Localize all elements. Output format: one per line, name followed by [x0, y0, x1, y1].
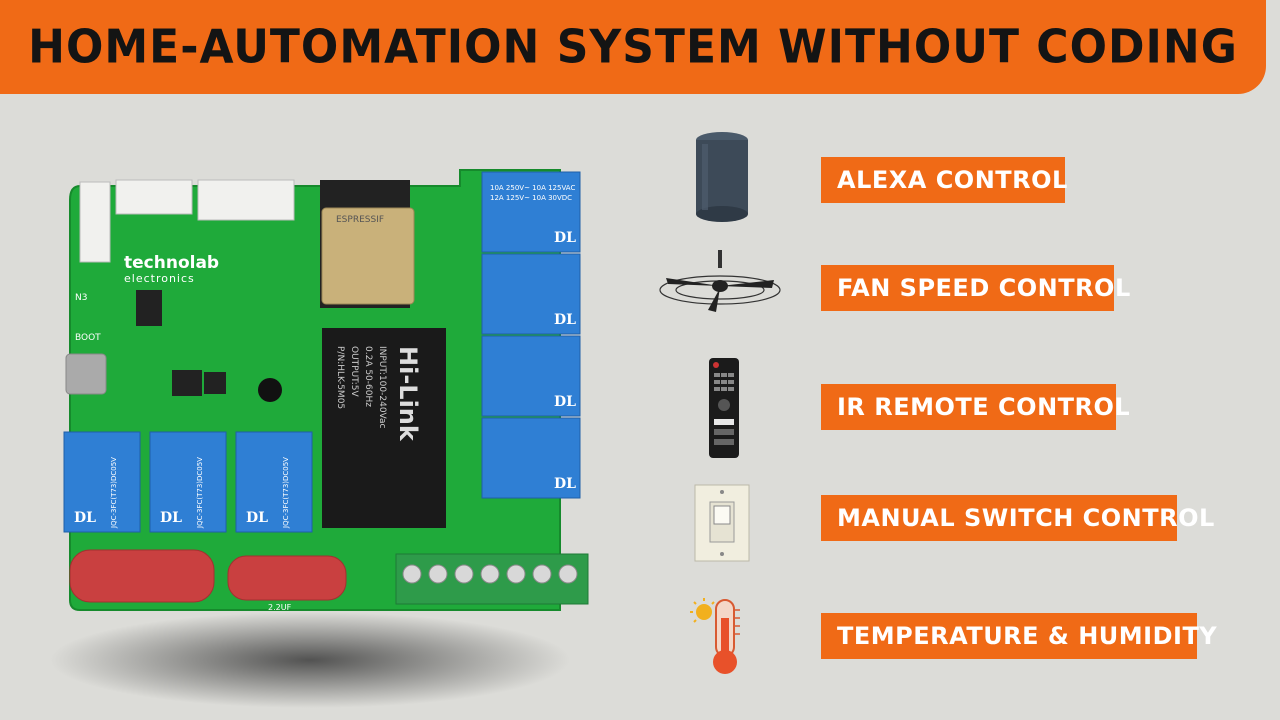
feature-label-fan: FAN SPEED CONTROL [821, 265, 1130, 311]
relay-model-text-1: JQC-3FC(T73)DC05V [110, 457, 118, 529]
relay-right-brand-3: DL [554, 394, 576, 410]
esp-brand-text: ESPRESSIF [336, 215, 384, 225]
n3-label: N3 [75, 293, 87, 303]
capacitor-1 [69, 549, 215, 603]
relay-right-4 [481, 417, 581, 499]
wall-switch-icon [694, 484, 750, 566]
ir-remote-icon [708, 357, 740, 463]
relay-brand-1: DL [74, 510, 96, 526]
jst-connector-vertical [79, 181, 111, 263]
psu-output-text: OUTPUT:5V [349, 346, 359, 397]
relay-right-brand-1: DL [554, 230, 576, 246]
ic-chip-2 [172, 370, 202, 396]
relay-model-text-2: JQC-3FC(T73)DC05V [196, 457, 204, 529]
jst-connector-1 [115, 179, 193, 215]
relay-bottom-1 [63, 431, 141, 533]
hilink-power-supply [322, 328, 446, 528]
brand-logo-subtext: electronics [124, 272, 195, 285]
feature-label-temperature: TEMPERATURE & HUMIDITY [821, 613, 1217, 659]
capacitor-2 [227, 555, 347, 601]
capacitor-label: 2.2UF [268, 603, 292, 612]
psu-brand-text: Hi-Link [394, 346, 422, 442]
psu-model-text: P/N:HLK-5M05 [335, 346, 345, 409]
relay-rating-text-2: 12A 125V~ 10A 30VDC [490, 194, 572, 202]
relay-right-brand-2: DL [554, 312, 576, 328]
relay-bottom-2 [149, 431, 227, 533]
thermometer-icon [690, 596, 750, 680]
psu-input-text: INPUT:100-240Vac [377, 346, 387, 429]
pcb-board-image: ESPRESSIF technolab electronics N3 BOOT … [40, 150, 610, 710]
board-shadow [50, 612, 570, 708]
esp32-module [321, 207, 415, 305]
feature-label-alexa: ALEXA CONTROL [821, 157, 1067, 203]
feature-label-switch: MANUAL SWITCH CONTROL [821, 495, 1214, 541]
relay-bottom-3 [235, 431, 313, 533]
boot-label: BOOT [75, 333, 101, 343]
relay-right-2 [481, 253, 581, 335]
relay-right-brand-4: DL [554, 476, 576, 492]
feature-label-ir: IR REMOTE CONTROL [821, 384, 1130, 430]
pcb-board-drawing: ESPRESSIF technolab electronics N3 BOOT … [50, 169, 589, 708]
usb-c-port [65, 353, 107, 395]
brand-logo-text: technolab [124, 253, 219, 273]
relay-brand-3: DL [246, 510, 268, 526]
jst-connector-2 [197, 179, 295, 221]
ceiling-fan-icon [656, 250, 784, 330]
relay-brand-2: DL [160, 510, 182, 526]
smart-speaker-icon [694, 130, 750, 226]
relay-right-1 [481, 171, 581, 253]
relay-model-text-3: JQC-3FC(T73)DC05V [282, 457, 290, 529]
ic-chip-1 [136, 290, 162, 326]
page-title: HOME-AUTOMATION SYSTEM WITHOUT CODING [28, 20, 1238, 74]
psu-current-text: 0.2A 50-60Hz [363, 346, 373, 407]
relay-rating-text-1: 10A 250V~ 10A 125VAC [490, 184, 575, 192]
relay-right-3 [481, 335, 581, 417]
terminal-screws [402, 564, 578, 584]
title-banner: HOME-AUTOMATION SYSTEM WITHOUT CODING [0, 0, 1266, 94]
ic-chip-3 [204, 372, 226, 394]
buzzer [258, 378, 282, 402]
